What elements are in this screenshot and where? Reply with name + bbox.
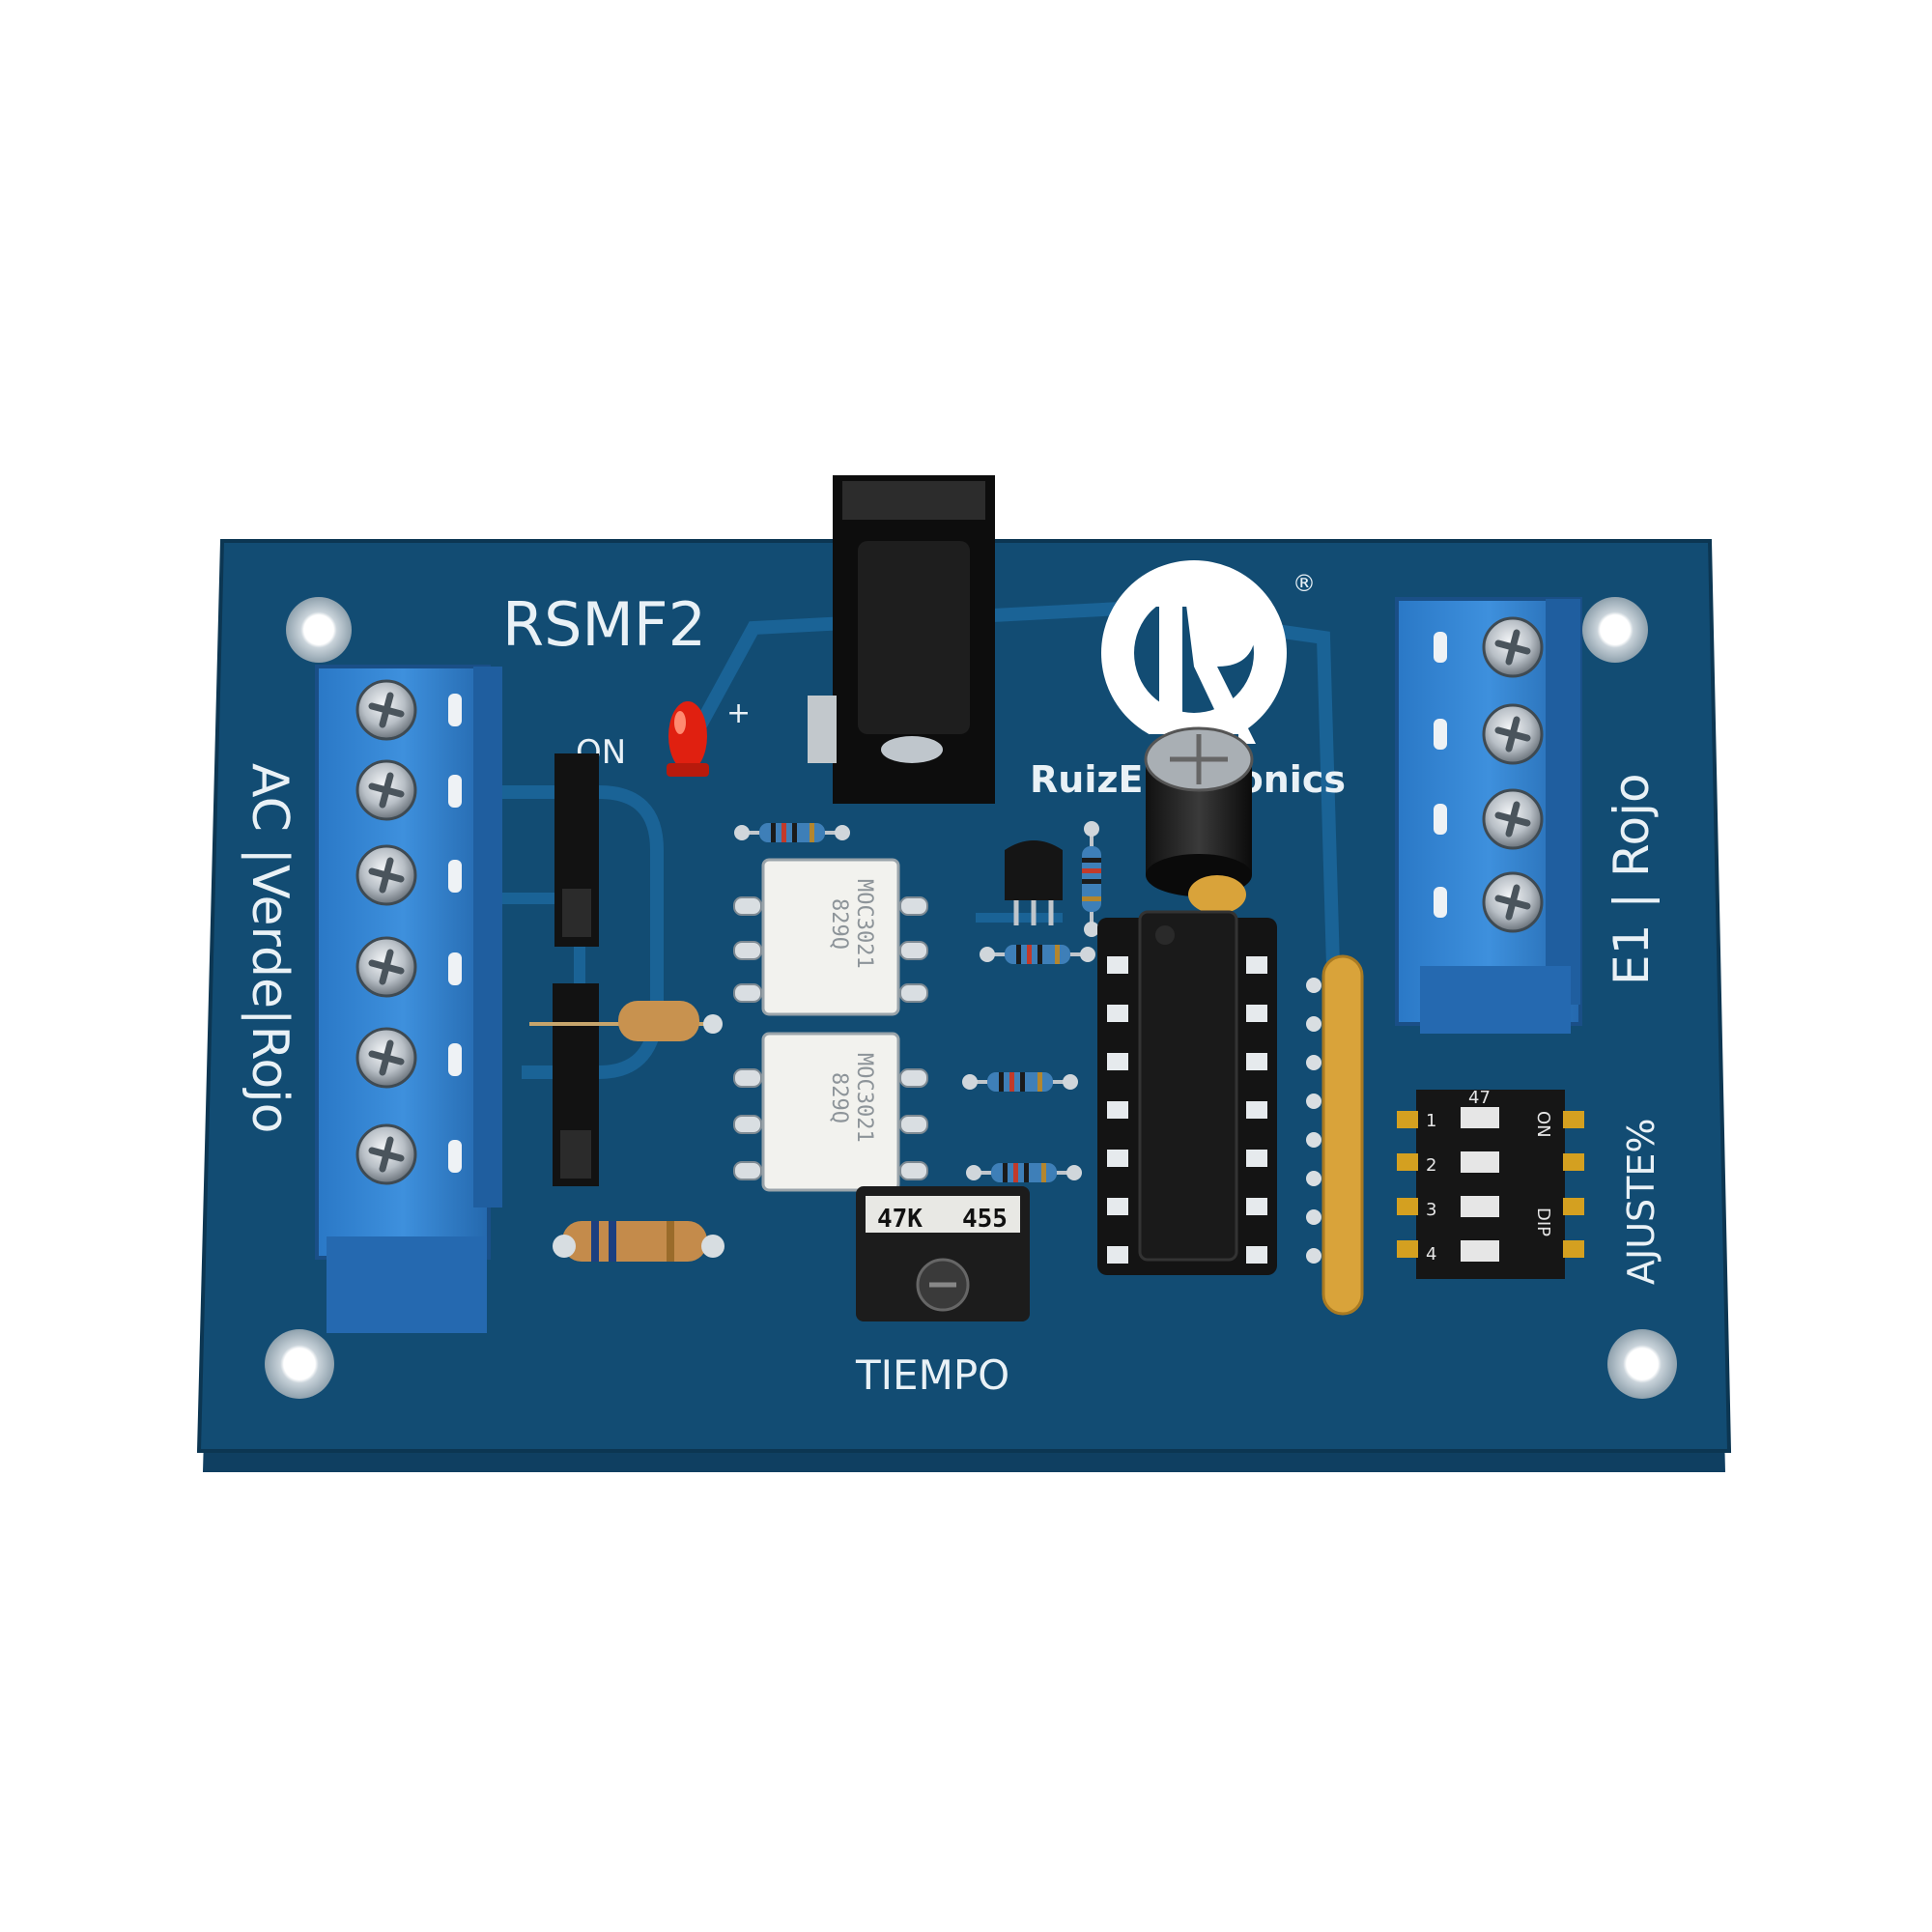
power-resistor-1 [529,1001,723,1041]
dip-toggle-3[interactable] [1461,1196,1499,1217]
power-resistor-2 [553,1221,724,1262]
dip-toggle-4[interactable] [1461,1240,1499,1262]
dip-dip-text: DIP [1533,1208,1553,1236]
ruiz-electronics-r-logo-icon [1101,560,1287,750]
pot-label: TIEMPO [855,1351,1009,1399]
electrolytic-capacitor [1144,726,1254,896]
optocoupler-2-code: 829Q [827,1072,851,1123]
dip-code: 47 [1468,1088,1491,1108]
mounting-hole-top-left [286,597,352,663]
pot-code: 455 [962,1205,1008,1234]
pot-marking: 47K [877,1205,923,1234]
transistor [1005,840,1063,925]
dip-toggle-1[interactable] [1461,1107,1499,1128]
dc-power-jack [808,475,995,804]
dip-toggle-2[interactable] [1461,1151,1499,1173]
optocoupler-1-code: 829Q [827,898,851,950]
right-terminal-block [1395,597,1582,1034]
ceramic-capacitor-small [1188,875,1246,914]
dip-label: AJUSTE% [1620,1119,1662,1285]
mounting-hole-top-right [1582,597,1648,663]
dip-num-3: 3 [1426,1200,1436,1220]
led-plus: + [726,696,751,730]
trimmer-potentiometer [856,1186,1030,1321]
dip-num-2: 2 [1426,1155,1436,1176]
dip-num-4: 4 [1426,1244,1436,1264]
film-capacitor [1306,954,1364,1316]
triac-bottom [553,983,599,1186]
optocoupler-2-part: MOC3021 [852,1053,876,1143]
mounting-hole-bottom-right [1607,1329,1677,1399]
left-connector-label: AC |Verde|Rojo [241,763,298,1133]
optocoupler-1-part: MOC3021 [852,879,876,969]
red-led [667,701,709,777]
triac-top [554,753,599,947]
dip-on-text: ON [1533,1111,1553,1138]
mounting-hole-bottom-left [265,1329,334,1399]
registered-mark: ® [1293,570,1316,597]
dip-switch: 1 2 3 4 47 ON DIP [1397,1088,1584,1279]
optocoupler-2: MOC3021 829Q [733,1032,928,1192]
dip-num-1: 1 [1426,1111,1436,1131]
right-connector-label: E1 | Rojo [1604,773,1660,985]
ic-chip [1097,910,1277,1275]
model-label: RSMF2 [502,589,706,660]
optocoupler-1: MOC3021 829Q [733,858,928,1016]
left-terminal-block [315,665,502,1333]
